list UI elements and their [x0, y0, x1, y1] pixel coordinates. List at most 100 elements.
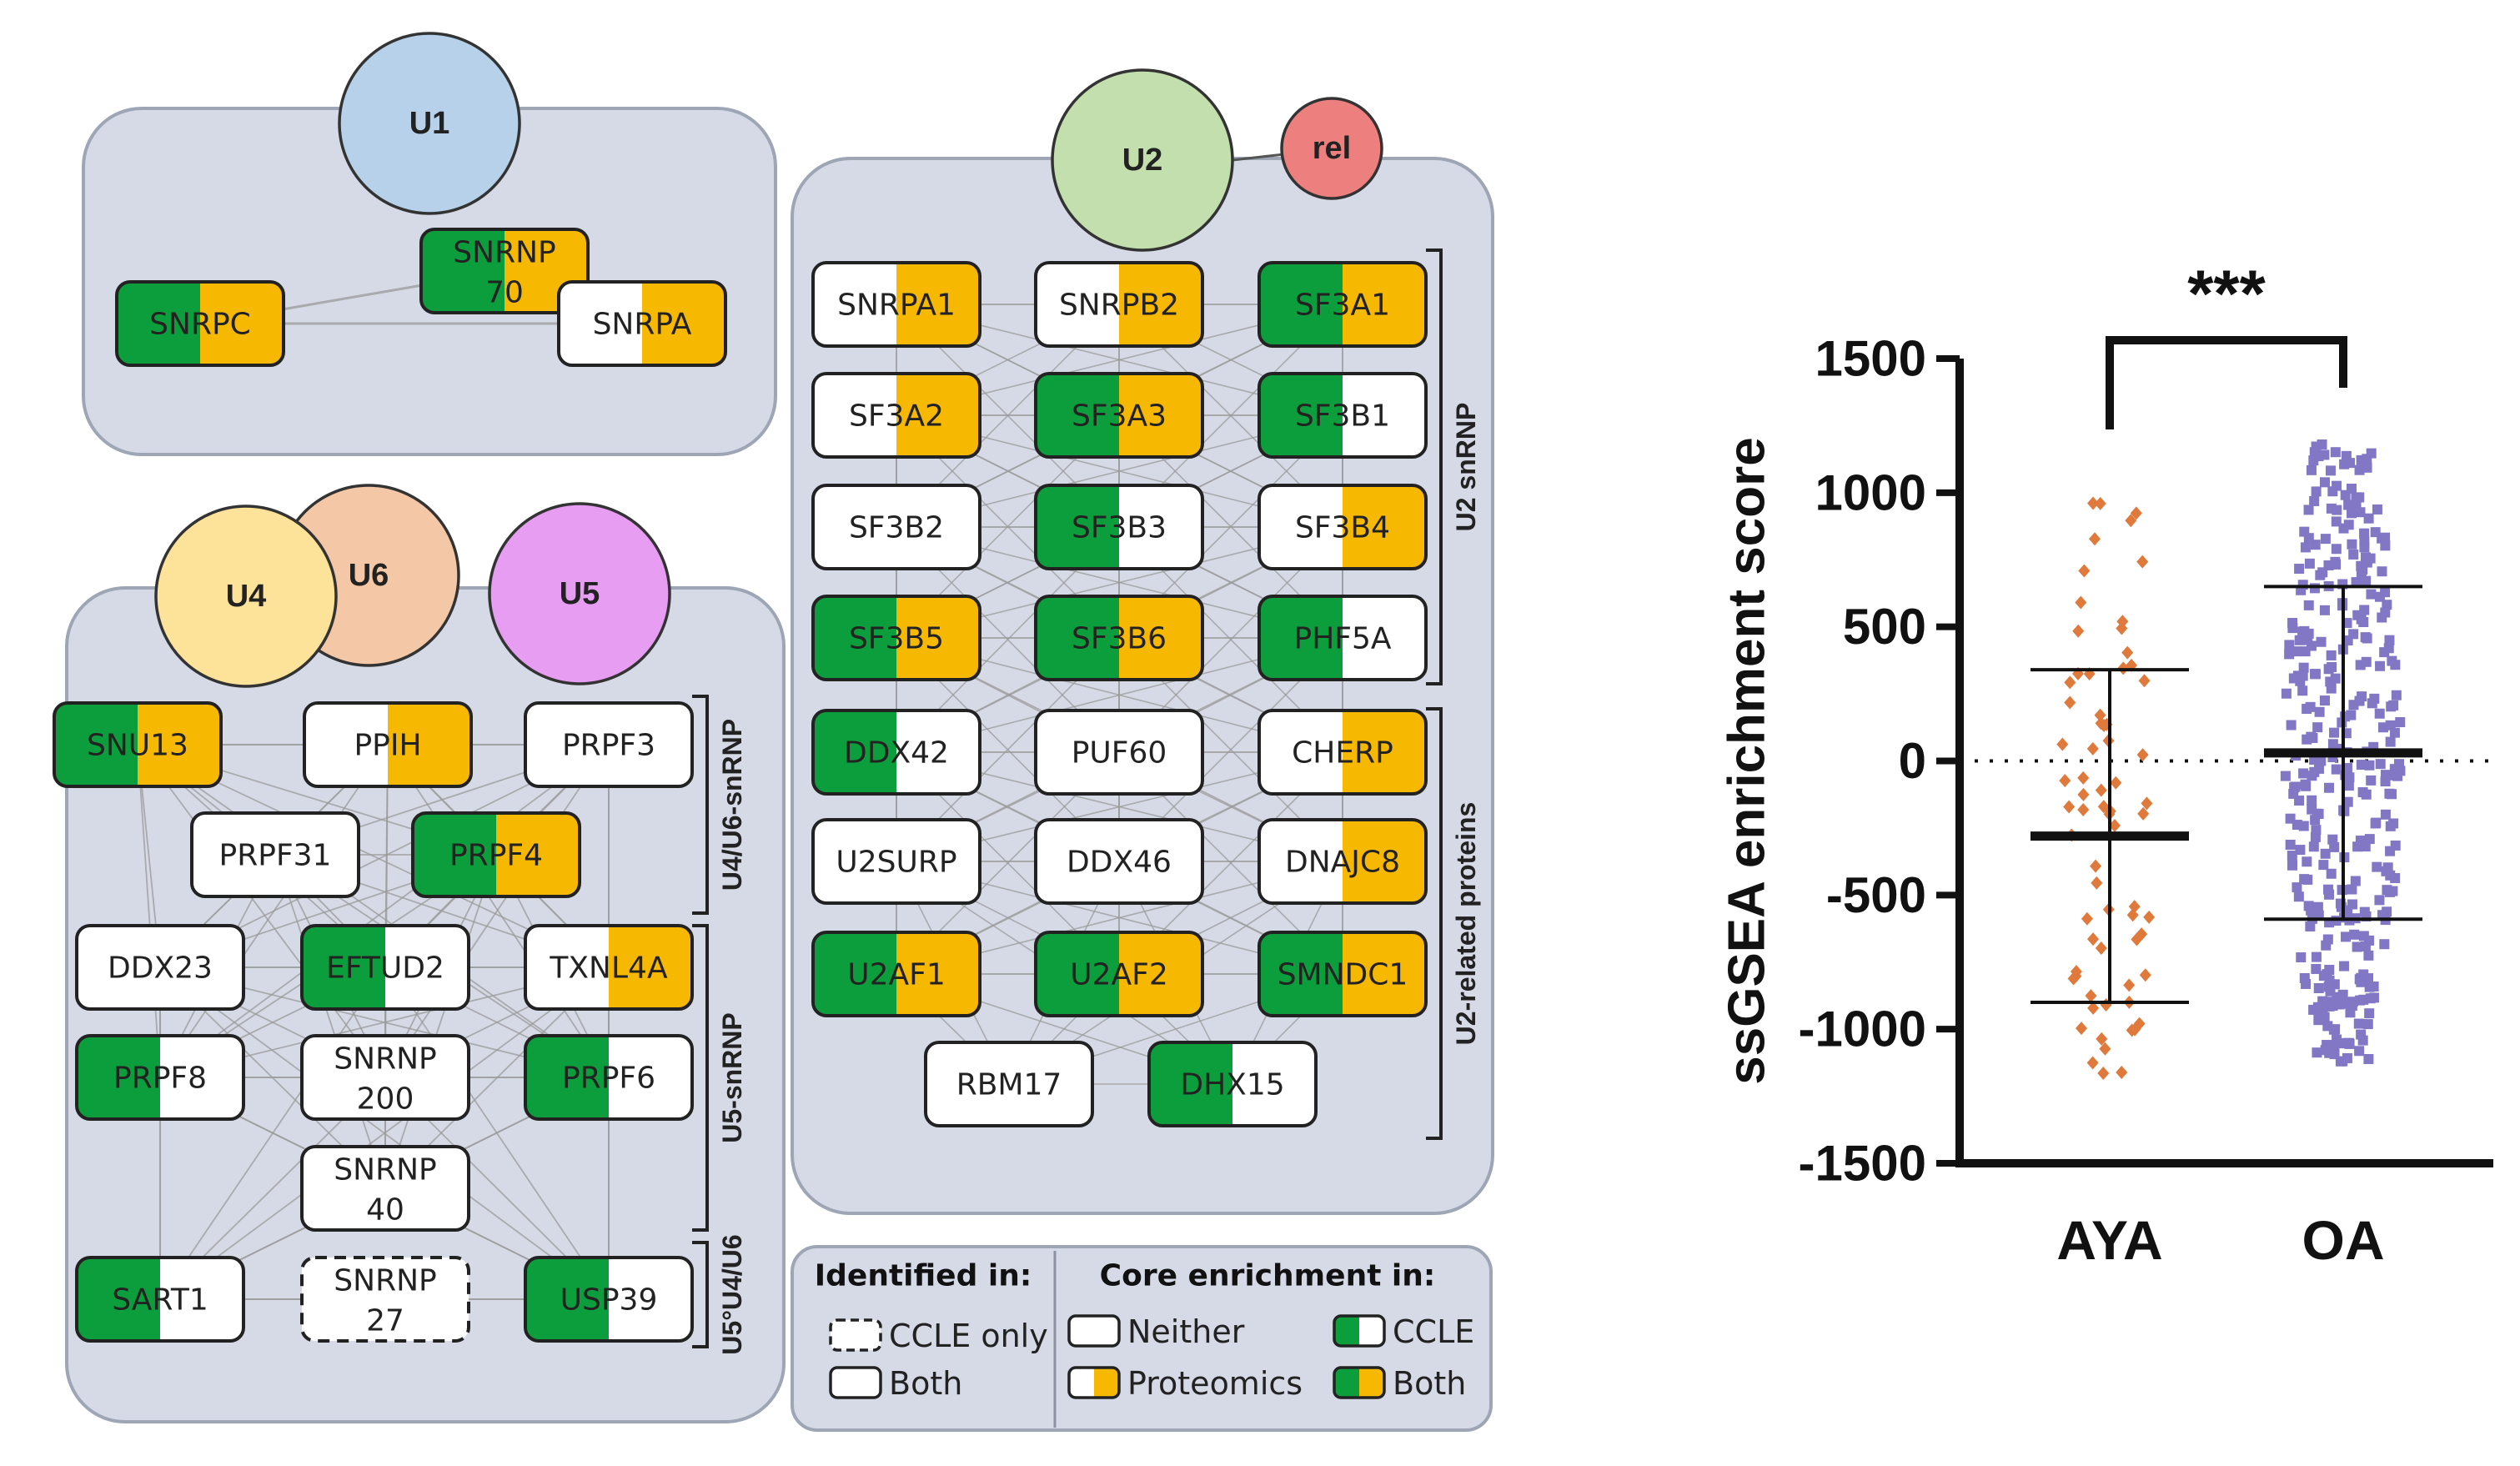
legend-swatch-proteomics-right [1094, 1368, 1119, 1398]
point-oa-339 [2388, 700, 2399, 710]
point-aya-64 [2075, 595, 2087, 610]
ddx46-label: DDX46 [1067, 846, 1172, 880]
u2surp-border [811, 818, 981, 905]
sf3a3-label: SF3A3 [1072, 399, 1167, 434]
edge-snu13-prpf6 [137, 744, 610, 1078]
point-oa-285 [2301, 978, 2312, 989]
smndc1-left-half [1259, 932, 1343, 1016]
u2surp-left-half [813, 820, 896, 903]
point-oa-76 [2385, 821, 2396, 831]
point-oa-0 [2366, 775, 2377, 786]
snrnp70-label-line2: 70 [485, 276, 524, 310]
point-oa-134 [2319, 605, 2330, 615]
point-oa-268 [2361, 575, 2372, 586]
point-oa-137 [2354, 1046, 2365, 1057]
significance-bracket [2106, 336, 2347, 429]
sf3b1-left-half [1259, 374, 1343, 457]
snrpa1-left-half [813, 263, 896, 346]
snrpa-label: SNRPA [593, 308, 692, 342]
y-tick-label-2: 500 [1843, 599, 1926, 655]
point-oa-318 [2356, 760, 2367, 771]
prpf31-label: PRPF31 [219, 839, 332, 873]
sf3b5-right-half [896, 596, 980, 680]
node-sf3a1: SF3A1 [1257, 261, 1428, 348]
prpf31-right-half [275, 813, 359, 896]
point-oa-305 [2311, 486, 2322, 497]
dnajc8-border [1257, 818, 1428, 905]
point-oa-163 [2312, 1047, 2322, 1058]
point-oa-340 [2370, 527, 2381, 538]
point-oa-290 [2350, 876, 2361, 886]
point-oa-347 [2351, 577, 2362, 588]
snrnp27-border [300, 1256, 470, 1343]
point-aya-39 [2116, 621, 2128, 635]
point-oa-138 [2361, 789, 2372, 800]
point-aya-37 [2136, 555, 2149, 569]
legend-swatch-both-id [829, 1366, 882, 1399]
prpf4-border [411, 811, 581, 898]
point-oa-265 [2302, 874, 2313, 885]
point-oa-277 [2331, 544, 2342, 555]
point-aya-41 [2091, 876, 2103, 890]
snrpa-border [557, 280, 727, 367]
point-oa-227 [2304, 558, 2315, 569]
node-ddx42: DDX42 [811, 709, 981, 796]
node-rbm17: RBM17 [924, 1041, 1094, 1127]
point-oa-47 [2309, 495, 2320, 506]
bracket-u2snrnp: U2 snRNP [1426, 249, 1481, 685]
snrnp200-right-half [385, 1036, 469, 1119]
point-oa-353 [2287, 623, 2298, 634]
sf3a1-border [1257, 261, 1428, 348]
point-oa-358 [2377, 722, 2388, 733]
sf3b6-right-half [1119, 596, 1202, 680]
x-category-label-aya: AYA [2056, 1209, 2162, 1271]
prpf31-border [190, 811, 360, 898]
point-oa-261 [2360, 941, 2371, 951]
edge-txnl4a-sart1 [159, 966, 610, 1300]
point-oa-253 [2311, 951, 2322, 962]
point-oa-336 [2285, 839, 2296, 850]
legend: Identified in:Core enrichment in:CCLE on… [791, 1245, 1493, 1432]
cherp-border [1257, 709, 1428, 796]
sf3a2-label: SF3A2 [849, 399, 944, 434]
node-phf5a: PHF5A [1257, 595, 1428, 681]
point-oa-270 [2338, 523, 2349, 534]
legend-swatch-proteomics-left [1069, 1368, 1094, 1398]
legend-neither-label: Neither [1127, 1313, 1245, 1350]
point-oa-30 [2341, 931, 2352, 942]
node-prpf6: PRPF6 [524, 1034, 694, 1121]
point-oa-139 [2297, 580, 2308, 590]
point-oa-319 [2302, 734, 2312, 745]
bracket-u4u6: U4/U6-snRNP [692, 695, 747, 915]
point-aya-54 [2138, 674, 2151, 688]
snrpb2-label: SNRPB2 [1059, 289, 1179, 323]
point-oa-356 [2330, 447, 2341, 458]
point-aya-58 [2136, 748, 2149, 762]
ddx23-left-half [77, 926, 160, 1009]
point-oa-243 [2281, 688, 2292, 699]
sf3a3-left-half [1036, 374, 1119, 457]
point-oa-330 [2363, 513, 2374, 524]
point-oa-307 [2362, 1019, 2373, 1030]
point-oa-18 [2395, 716, 2406, 727]
point-oa-86 [2298, 768, 2309, 779]
node-sf3a3: SF3A3 [1034, 372, 1204, 459]
point-oa-320 [2387, 655, 2397, 666]
point-aya-66 [2064, 695, 2076, 710]
point-oa-288 [2354, 464, 2365, 475]
edge-snu13-prpf8 [137, 744, 161, 1078]
legend-swatch-ccle-only-left [831, 1320, 856, 1350]
snrnp200-label-line1: SNRNP [334, 1042, 436, 1077]
point-oa-200 [2295, 845, 2306, 856]
circle-u2: U2 [1051, 68, 1234, 252]
legend-swatch-both-core-right [1359, 1368, 1384, 1398]
point-aya-51 [2088, 532, 2101, 546]
snrnp40-label-line1: SNRNP [334, 1153, 436, 1187]
prpf3-left-half [525, 703, 609, 786]
point-aya-55 [2131, 932, 2143, 946]
point-oa-10 [2329, 727, 2340, 738]
puf60-left-half [1036, 710, 1119, 794]
snrpa-right-half [642, 282, 725, 365]
point-aya-1 [2087, 1001, 2100, 1015]
